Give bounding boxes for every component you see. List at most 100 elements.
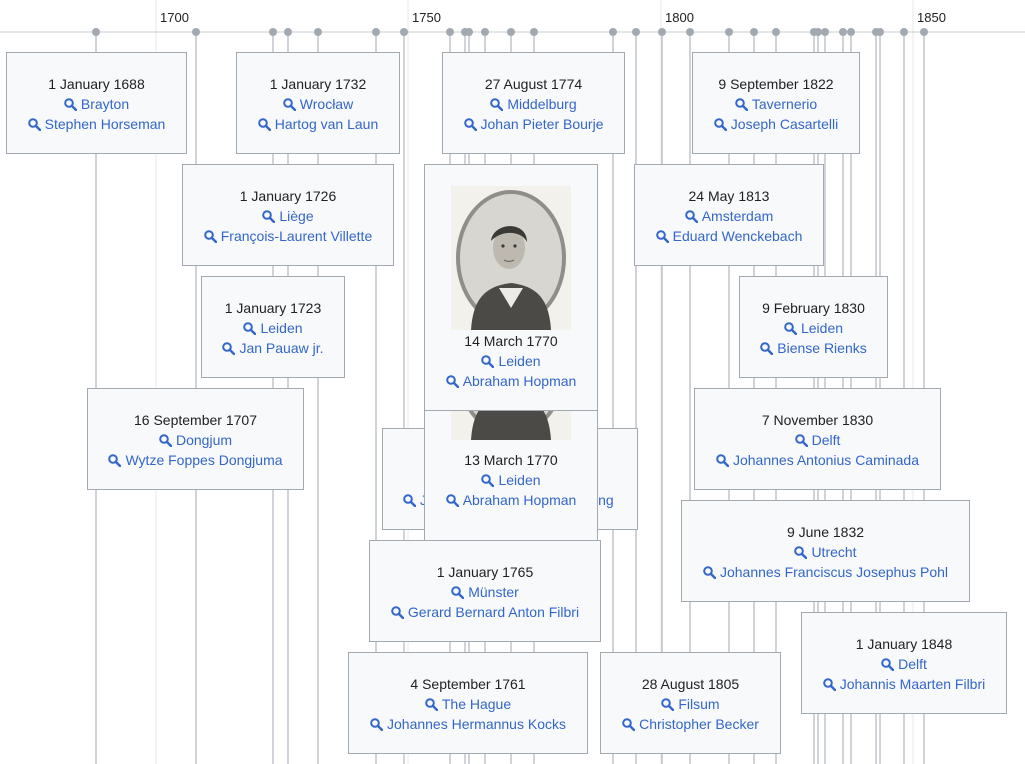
- person-name: Jan Pauaw jr.: [239, 340, 324, 356]
- event-dot: [814, 28, 822, 36]
- person-name: Wytze Foppes Dongjuma: [125, 452, 283, 468]
- place-link[interactable]: Leiden: [425, 351, 597, 371]
- portrait-image[interactable]: [451, 410, 571, 440]
- place-link[interactable]: Liège: [183, 206, 393, 226]
- person-link[interactable]: Biense Rienks: [740, 338, 887, 358]
- event-date: 1 January 1688: [48, 76, 145, 92]
- place-link[interactable]: Leiden: [740, 318, 887, 338]
- place-name: Delft: [898, 656, 927, 672]
- search-icon: [425, 698, 438, 711]
- search-icon: [784, 322, 797, 335]
- portrait-image[interactable]: [451, 186, 571, 330]
- search-icon: [703, 566, 716, 579]
- search-icon: [822, 678, 836, 691]
- event-card: 7 November 1830 Delft Johannes Antonius …: [694, 388, 941, 490]
- event-dot: [400, 28, 408, 36]
- place-link[interactable]: The Hague: [349, 694, 587, 714]
- person-link[interactable]: Hartog van Laun: [237, 114, 399, 134]
- event-dot: [314, 28, 322, 36]
- place-name: Delft: [811, 432, 841, 448]
- person-link[interactable]: Stephen Horseman: [7, 114, 186, 134]
- person-name: Christopher Becker: [639, 716, 759, 732]
- event-date: 9 June 1832: [786, 524, 865, 540]
- event-card: 9 February 1830 Leiden Biense Rienks: [739, 276, 888, 378]
- search-icon: [64, 98, 77, 111]
- search-icon: [490, 98, 504, 111]
- event-card: 1 January 1726 Liège François-Laurent Vi…: [182, 164, 394, 266]
- person-link[interactable]: Johannes Antonius Caminada: [695, 450, 940, 470]
- year-label-1800: 1800: [665, 10, 694, 25]
- place-link[interactable]: Filsum: [601, 694, 780, 714]
- person-name: Biense Rienks: [777, 340, 867, 356]
- person-name: Johannes Franciscus Josephus Pohl: [719, 564, 949, 580]
- place-link[interactable]: Dongjum: [88, 430, 303, 450]
- event-dot: [530, 28, 538, 36]
- place-link[interactable]: Delft: [695, 430, 940, 450]
- place-link[interactable]: Brayton: [7, 94, 186, 114]
- search-icon: [794, 546, 808, 559]
- place-link[interactable]: Delft: [802, 654, 1006, 674]
- person-name: Johannes Antonius Caminada: [732, 452, 920, 468]
- place-link[interactable]: Münster: [370, 582, 600, 602]
- person-name: Johannis Maarten Filbri: [839, 676, 986, 692]
- place-name: Middelburg: [507, 96, 577, 112]
- event-dot: [686, 28, 694, 36]
- place-name: Leiden: [260, 320, 303, 336]
- event-card: 14 March 1770 Leiden Abraham Hopman: [424, 164, 598, 411]
- person-name: Eduard Wenckebach: [672, 228, 803, 244]
- person-link[interactable]: Eduard Wenckebach: [635, 226, 823, 246]
- search-icon: [655, 230, 669, 243]
- year-label-1700: 1700: [160, 10, 189, 25]
- event-dot: [372, 28, 380, 36]
- place-name: Leiden: [498, 353, 541, 369]
- person-link[interactable]: Johannes Hermannus Kocks: [349, 714, 587, 734]
- place-link[interactable]: Amsterdam: [635, 206, 823, 226]
- person-link[interactable]: Wytze Foppes Dongjuma: [88, 450, 303, 470]
- person-link[interactable]: Abraham Hopman: [425, 371, 597, 391]
- event-dot: [92, 28, 100, 36]
- person-link[interactable]: Jan Pauaw jr.: [202, 338, 344, 358]
- place-link[interactable]: Utrecht: [682, 542, 969, 562]
- person-link[interactable]: François-Laurent Villette: [183, 226, 393, 246]
- place-name: Dongjum: [175, 432, 233, 448]
- event-dot: [481, 28, 489, 36]
- search-icon: [243, 322, 257, 335]
- event-date: 1 January 1765: [436, 564, 534, 580]
- event-dot: [192, 28, 200, 36]
- search-icon: [760, 342, 774, 355]
- event-dot: [821, 28, 829, 36]
- event-date: 24 May 1813: [688, 188, 770, 204]
- place-link[interactable]: Middelburg: [443, 94, 624, 114]
- event-card: 27 August 1774 Middelburg Johan Pieter B…: [442, 52, 625, 154]
- event-card: 16 September 1707 Dongjum Wytze Foppes D…: [87, 388, 304, 490]
- search-icon: [735, 98, 748, 111]
- place-link[interactable]: Tavernerio: [693, 94, 859, 114]
- person-link[interactable]: J: [403, 490, 427, 510]
- search-icon: [684, 210, 698, 223]
- place-name: Brayton: [80, 96, 130, 112]
- search-icon: [445, 494, 459, 507]
- place-link[interactable]: Wrocław: [237, 94, 399, 114]
- place-name: Filsum: [678, 696, 720, 712]
- event-dot: [725, 28, 733, 36]
- person-link[interactable]: Johan Pieter Bourje: [443, 114, 624, 134]
- person-link[interactable]: Abraham Hopman: [425, 490, 597, 510]
- place-link[interactable]: Leiden: [425, 470, 597, 490]
- place-name: Liège: [279, 208, 314, 224]
- person-link[interactable]: Gerard Bernard Anton Filbri: [370, 602, 600, 622]
- person-link[interactable]: Johannis Maarten Filbri: [802, 674, 1006, 694]
- person-name: Johannes Hermannus Kocks: [387, 716, 566, 732]
- event-card: 1 January 1723 Leiden Jan Pauaw jr.: [201, 276, 345, 378]
- search-icon: [622, 718, 636, 731]
- event-date: 1 January 1848: [855, 636, 953, 652]
- person-link[interactable]: Christopher Becker: [601, 714, 780, 734]
- person-link[interactable]: Joseph Casartelli: [693, 114, 859, 134]
- event-dot: [284, 28, 292, 36]
- event-card: 24 May 1813 Amsterdam Eduard Wenckebach: [634, 164, 824, 266]
- person-link-end[interactable]: ing: [595, 490, 614, 510]
- event-card: 1 January 1688 Brayton Stephen Horseman: [6, 52, 187, 154]
- place-link[interactable]: Leiden: [202, 318, 344, 338]
- event-dot: [632, 28, 640, 36]
- event-date: 28 August 1805: [641, 676, 740, 692]
- person-link[interactable]: Johannes Franciscus Josephus Pohl: [682, 562, 969, 582]
